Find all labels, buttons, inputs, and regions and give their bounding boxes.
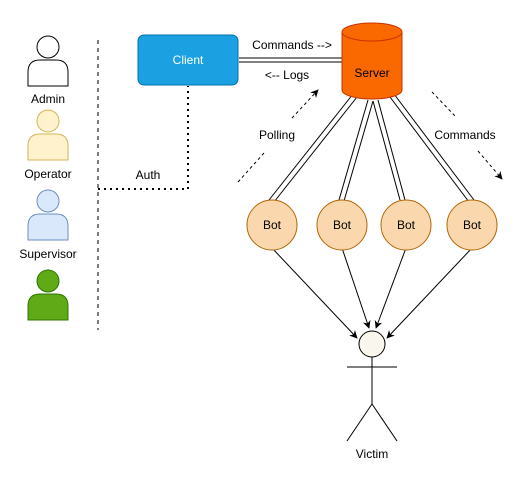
admin-label: Admin xyxy=(31,92,65,106)
auth-label: Auth xyxy=(136,168,161,182)
bot-node: Bot xyxy=(380,199,432,251)
polling-arrow-lower xyxy=(237,152,265,183)
commands-arrow-lower xyxy=(477,150,503,180)
supervisor-body xyxy=(27,213,69,241)
bot-label: Bot xyxy=(263,218,282,232)
operator-label: Operator xyxy=(24,167,71,181)
role-operator: Operator xyxy=(24,109,72,181)
bot-label: Bot xyxy=(333,218,352,232)
bot-circle xyxy=(380,199,432,251)
victim-head xyxy=(358,330,386,358)
operator-head xyxy=(36,109,60,133)
supervisor-label: Supervisor xyxy=(19,247,76,261)
client-node: Client xyxy=(137,34,239,86)
client-box xyxy=(137,34,239,86)
server-cylinder-top xyxy=(341,22,403,42)
supervisor-head xyxy=(36,189,60,213)
bot-nodes: Bot Bot Bot Bot xyxy=(246,199,498,251)
bot-circle xyxy=(446,199,498,251)
commands-to-server-label: Commands --> xyxy=(252,38,332,52)
unlabeled-head xyxy=(36,269,60,293)
commands-arrow-upper xyxy=(431,91,457,118)
bot-circle xyxy=(316,199,368,251)
bot-victim-arrows xyxy=(271,247,473,339)
client-label: Client xyxy=(173,53,204,67)
bot-label: Bot xyxy=(463,218,482,232)
server-label: Server xyxy=(354,66,389,80)
victim-left-leg xyxy=(346,403,373,442)
server-cylinder-body xyxy=(341,32,403,100)
admin-head xyxy=(36,35,60,59)
commands-label: Commands xyxy=(434,128,495,142)
operator-body xyxy=(27,133,69,161)
bot-label: Bot xyxy=(397,218,416,232)
role-supervisor: Supervisor xyxy=(19,189,77,261)
unlabeled-body xyxy=(27,293,69,321)
victim-right-leg xyxy=(371,403,398,442)
auth-connector xyxy=(98,86,189,190)
polling-label: Polling xyxy=(259,128,295,142)
bot-node: Bot xyxy=(246,199,298,251)
role-unlabeled xyxy=(27,269,69,321)
bot-node: Bot xyxy=(446,199,498,251)
role-admin: Admin xyxy=(27,35,69,106)
bot-server-links xyxy=(268,93,475,203)
victim-figure xyxy=(346,330,398,442)
server-node: Server xyxy=(341,22,403,100)
polling-arrow-upper xyxy=(291,89,319,119)
logs-label: <-- Logs xyxy=(265,68,309,82)
bot-node: Bot xyxy=(316,199,368,251)
admin-body xyxy=(27,59,69,87)
victim-label: Victim xyxy=(356,447,388,461)
bot-circle xyxy=(246,199,298,251)
